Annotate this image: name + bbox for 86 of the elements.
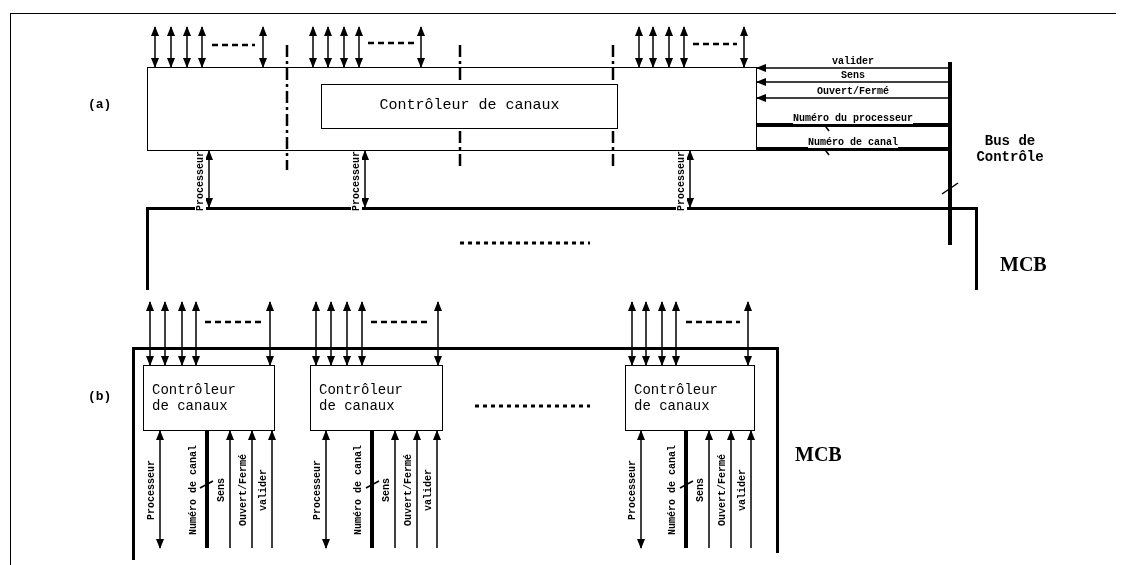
edge-label: valider xyxy=(257,469,269,511)
arrow xyxy=(740,26,748,68)
arrow xyxy=(355,26,363,68)
bus-label: MCB xyxy=(795,443,842,466)
arrow xyxy=(312,301,320,366)
arrow xyxy=(192,301,200,366)
edge-label: Processeur xyxy=(194,151,206,211)
edge-label: Numéro du processeur xyxy=(793,112,914,124)
arrow xyxy=(340,26,348,68)
edge-label: Processeur xyxy=(145,460,157,520)
edge-label: Ouvert/Fermé xyxy=(402,454,414,526)
arrow xyxy=(391,430,399,549)
bus-line xyxy=(132,347,779,350)
arrow xyxy=(226,430,234,549)
arrow xyxy=(686,150,694,208)
edge-label: Numéro de canal xyxy=(352,445,364,535)
arrow xyxy=(747,430,755,549)
controller-label: Contrôleur de canaux xyxy=(152,382,237,414)
arrow xyxy=(343,301,351,366)
arrow xyxy=(635,26,643,68)
edge-label: Processeur xyxy=(350,151,362,211)
arrow xyxy=(198,26,206,68)
edge-label: Processeur xyxy=(626,460,638,520)
panel-label: (a) xyxy=(88,97,112,112)
arrow xyxy=(665,26,673,68)
arrow xyxy=(649,26,657,68)
arrow xyxy=(322,430,330,549)
arrow xyxy=(433,430,441,549)
controller-label: Contrôleur de canaux xyxy=(319,382,404,414)
edge-label: Sens xyxy=(380,478,392,502)
edge-label: Processeur xyxy=(675,151,687,211)
arrow xyxy=(327,301,335,366)
edge-label: Sens xyxy=(215,478,227,502)
arrow xyxy=(642,301,650,366)
arrow xyxy=(680,26,688,68)
arrow xyxy=(248,430,256,549)
arrow xyxy=(756,94,949,102)
arrow xyxy=(146,301,154,366)
edge-label: Ouvert/Fermé xyxy=(716,454,728,526)
arrow xyxy=(361,150,369,208)
arrow xyxy=(309,26,317,68)
edge-label: Sens xyxy=(841,69,865,81)
arrow xyxy=(324,26,332,68)
arrow xyxy=(358,301,366,366)
controller-label: Contrôleur de canaux xyxy=(378,97,561,114)
edge-label: Numéro de canal xyxy=(808,136,898,148)
arrow xyxy=(205,150,213,208)
controller-box xyxy=(321,84,618,129)
edge-label: valider xyxy=(736,469,748,511)
edge-label: Ouvert/Fermé xyxy=(817,85,889,97)
arrow xyxy=(268,430,276,549)
arrow xyxy=(672,301,680,366)
bus-label: Bus de Contrôle xyxy=(975,133,1045,165)
edge-label: Numéro de canal xyxy=(187,445,199,535)
arrow xyxy=(756,64,949,72)
bus-label: MCB xyxy=(1000,253,1047,276)
arrow xyxy=(417,26,425,68)
controller-box xyxy=(625,365,755,431)
controller-box xyxy=(147,67,757,151)
arrow xyxy=(658,301,666,366)
edge-label: Ouvert/Fermé xyxy=(237,454,249,526)
edge-label: valider xyxy=(422,469,434,511)
panel-label: (b) xyxy=(88,389,112,404)
arrow xyxy=(161,301,169,366)
arrow xyxy=(727,430,735,549)
controller-label: Contrôleur de canaux xyxy=(634,382,719,414)
arrow xyxy=(637,430,645,549)
arrow xyxy=(151,26,159,68)
edge-label: Sens xyxy=(694,478,706,502)
arrow xyxy=(705,430,713,549)
arrow xyxy=(744,301,752,366)
arrow xyxy=(156,430,164,549)
edge-label: Processeur xyxy=(311,460,323,520)
arrow xyxy=(628,301,636,366)
edge-label: valider xyxy=(832,55,874,67)
arrow xyxy=(756,78,949,86)
arrow xyxy=(178,301,186,366)
arrow xyxy=(183,26,191,68)
controller-box xyxy=(310,365,443,431)
arrow xyxy=(266,301,274,366)
arrow xyxy=(434,301,442,366)
arrow xyxy=(413,430,421,549)
arrow xyxy=(259,26,267,68)
edge-label: Numéro de canal xyxy=(666,445,678,535)
controller-box xyxy=(143,365,275,431)
arrow xyxy=(167,26,175,68)
